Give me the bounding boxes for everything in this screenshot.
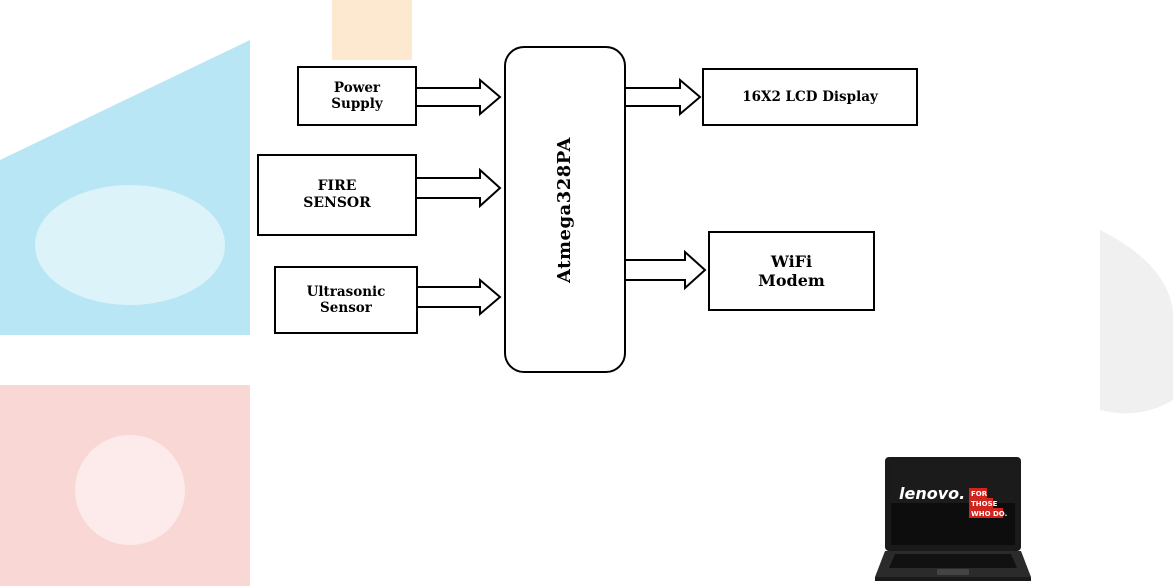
- lcd-display-block: 16X2 LCD Display: [702, 68, 918, 126]
- power-supply-label-line1: Power: [333, 79, 381, 96]
- power-supply-label-line2: Supply: [331, 96, 383, 112]
- double-arrow-icon: [626, 77, 702, 117]
- fire-sensor-label-line2: SENSOR: [303, 195, 371, 211]
- wifi-label-line2: Modem: [758, 271, 825, 290]
- ultrasonic-label-line2: Sensor: [320, 300, 372, 316]
- laptop-icon: lenovo. FOR THOSE WHO DO.: [875, 457, 1031, 581]
- double-arrow-icon: [417, 167, 502, 209]
- microcontroller-block: Atmega328PA: [504, 46, 626, 373]
- fire-sensor-label-line1: FIRE: [317, 178, 357, 195]
- laptop-tagline-2: THOSE: [971, 500, 998, 508]
- wifi-label-line1: WiFi: [770, 251, 813, 271]
- double-arrow-icon: [418, 277, 502, 317]
- ultrasonic-sensor-block: Ultrasonic Sensor: [274, 266, 418, 334]
- double-arrow-icon: [626, 249, 707, 291]
- double-arrow-icon: [417, 77, 502, 117]
- ultrasonic-label-line1: Ultrasonic: [306, 283, 386, 300]
- fire-sensor-block: FIRE SENSOR: [257, 154, 417, 236]
- power-supply-block: Power Supply: [297, 66, 417, 126]
- laptop-tagline-3: WHO DO.: [971, 510, 1007, 518]
- laptop-brand: lenovo.: [899, 484, 965, 503]
- laptop-tagline-1: FOR: [971, 490, 988, 498]
- lcd-display-label: 16X2 LCD Display: [742, 88, 878, 105]
- microcontroller-label: Atmega328PA: [554, 136, 576, 283]
- wifi-modem-block: WiFi Modem: [708, 231, 875, 311]
